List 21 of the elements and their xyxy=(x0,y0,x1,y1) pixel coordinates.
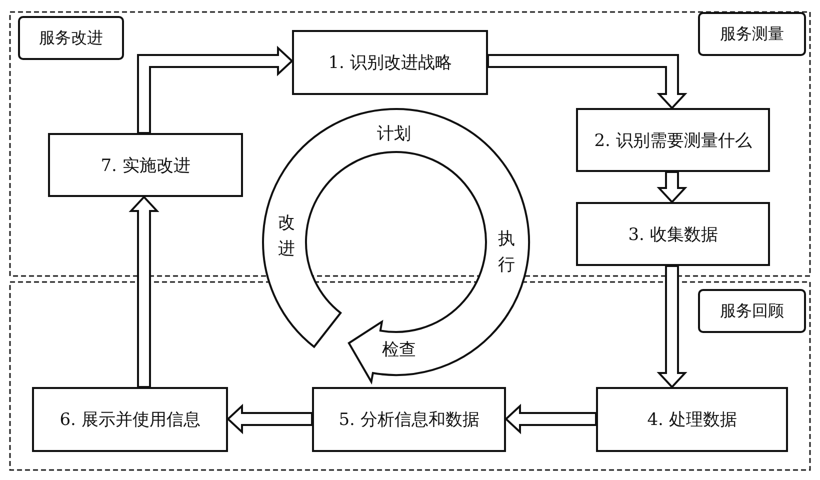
process-box: 5. 分析信息和数据 xyxy=(312,387,506,452)
hollow-arrow xyxy=(128,196,160,388)
hollow-arrow xyxy=(487,54,688,110)
region-label: 服务测量 xyxy=(698,12,806,56)
hollow-arrow xyxy=(656,171,688,204)
hollow-arrow xyxy=(226,404,313,434)
hollow-arrow xyxy=(137,46,294,134)
hollow-arrow xyxy=(504,404,597,434)
cycle-label: 计划 xyxy=(377,123,411,145)
process-box: 2. 识别需要测量什么 xyxy=(576,108,770,172)
process-box: 4. 处理数据 xyxy=(596,387,788,452)
cycle-label: 检查 xyxy=(382,339,416,361)
cycle-label: 改进 xyxy=(278,212,296,261)
region-label: 服务回顾 xyxy=(698,289,806,333)
process-box: 7. 实施改进 xyxy=(48,133,243,197)
process-box: 6. 展示并使用信息 xyxy=(32,387,228,452)
process-box: 1. 识别改进战略 xyxy=(292,30,488,95)
cycle-label: 执行 xyxy=(498,228,516,277)
process-box: 3. 收集数据 xyxy=(576,202,770,266)
region-label: 服务改进 xyxy=(18,16,124,60)
hollow-arrow xyxy=(656,265,688,388)
